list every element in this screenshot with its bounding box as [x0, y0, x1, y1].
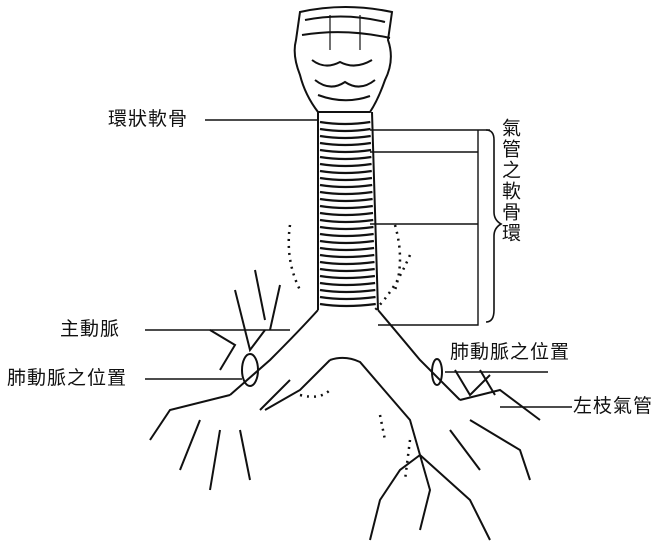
larynx-drawing [295, 7, 392, 112]
aorta-label: 主動脈 [60, 320, 120, 339]
cartilage-ring [320, 143, 371, 145]
cartilage-ring [320, 178, 372, 180]
trachea-tube [318, 112, 378, 310]
cartilage-ring [320, 192, 372, 194]
cartilage-ring [320, 234, 374, 236]
cartilage-ring [320, 220, 373, 222]
pulmonary-artery-position-label-left: 肺動脈之位置 [7, 369, 127, 388]
pulmonary-artery-oval-left [242, 354, 258, 386]
bronchi-drawing [150, 270, 540, 540]
cartilage-ring [320, 213, 373, 215]
tracheal-cartilage-rings-label: 氣管之軟骨環 [500, 118, 519, 244]
cricoid-cartilage-label: 環狀軟骨 [108, 110, 188, 129]
cartilage-ring [320, 269, 375, 271]
pulmonary-artery-oval-right [432, 359, 442, 385]
cartilage-ring [320, 206, 373, 208]
cartilage-ring [320, 276, 375, 278]
cartilage-ring [320, 241, 374, 243]
cartilage-ring [320, 164, 372, 166]
pulmonary-artery-position-label-right: 肺動脈之位置 [450, 343, 570, 362]
cartilage-ring [320, 304, 376, 306]
cartilage-ring [320, 185, 372, 187]
cartilage-ring [320, 150, 371, 152]
cartilage-ring [320, 262, 375, 264]
cartilage-ring [320, 248, 374, 250]
cartilage-ring [320, 297, 376, 299]
cartilage-ring [320, 129, 371, 131]
cartilage-ring [320, 199, 373, 201]
cartilage-ring [320, 171, 372, 173]
cartilage-ring [320, 290, 375, 292]
cartilage-ring [320, 255, 374, 257]
left-bronchus-label: 左枝氣管 [573, 397, 653, 416]
cartilage-ring [320, 122, 370, 124]
cartilage-ring [320, 157, 371, 159]
cartilage-ring [320, 283, 375, 285]
cartilage-ring [320, 136, 371, 138]
cartilage-ring [320, 227, 373, 229]
